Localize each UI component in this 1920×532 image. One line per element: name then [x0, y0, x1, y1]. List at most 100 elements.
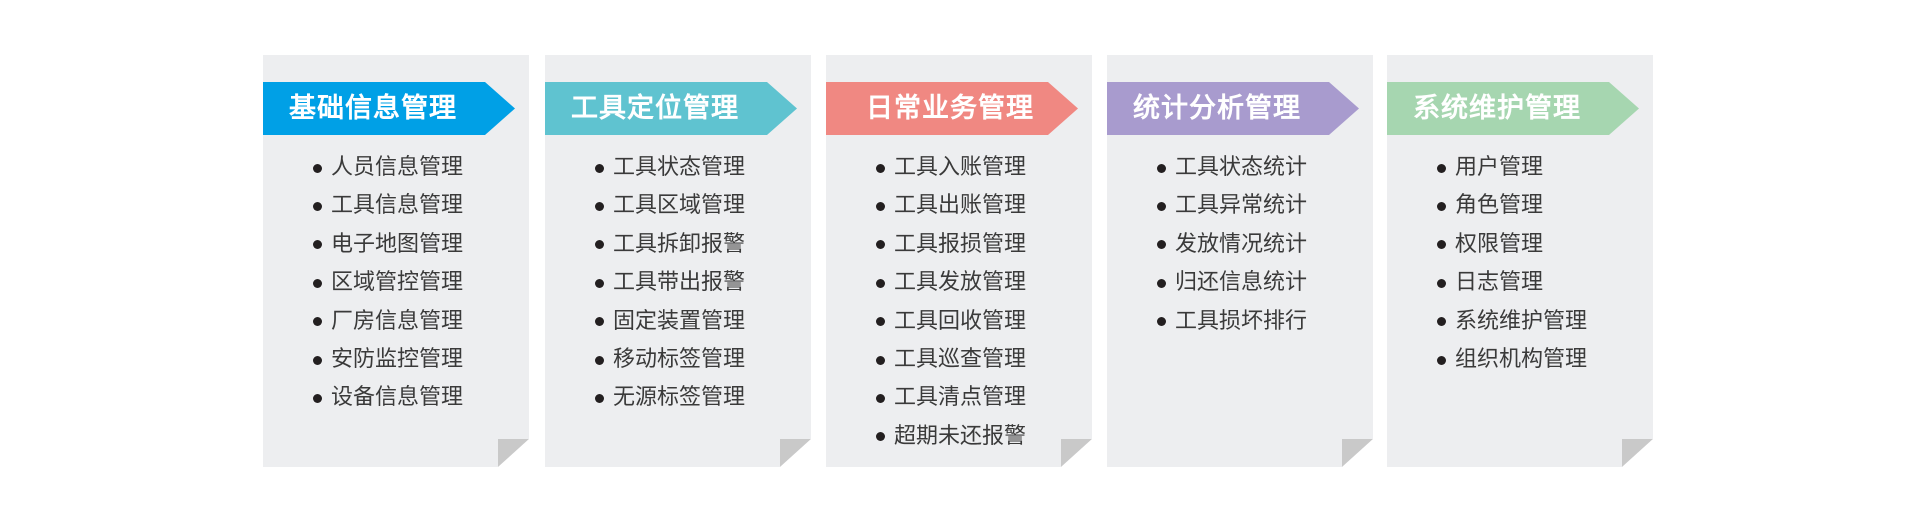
bullet-icon — [595, 240, 604, 250]
list-item: 角色管理 — [1437, 187, 1587, 225]
item-label: 工具区域管理 — [613, 193, 746, 219]
list-item: 权限管理 — [1437, 226, 1587, 264]
bullet-icon — [1437, 163, 1446, 173]
item-label: 区域管控管理 — [331, 270, 464, 296]
list-item: 工具清点管理 — [876, 379, 1026, 417]
item-label: 日志管理 — [1455, 270, 1544, 296]
item-label: 组织机构管理 — [1455, 346, 1588, 372]
list-item: 工具回收管理 — [876, 303, 1026, 341]
bullet-icon — [1437, 240, 1446, 250]
module-item-list: 人员信息管理 工具信息管理 电子地图管理 区域管控管理 厂房信息管理 安防监控管… — [313, 149, 463, 418]
item-label: 系统维护管理 — [1455, 308, 1588, 334]
bullet-icon — [313, 394, 322, 404]
bullet-icon — [595, 163, 604, 173]
module-title-banner: 日常业务管理 — [826, 82, 1078, 135]
bullet-icon — [313, 163, 322, 173]
list-item: 工具状态统计 — [1157, 149, 1307, 187]
list-item: 工具损坏排行 — [1157, 303, 1307, 341]
module-card-statistics: 统计分析管理 工具状态统计 工具异常统计 发放情况统计 归还信息统计 工具损坏排… — [1107, 55, 1373, 467]
item-label: 权限管理 — [1455, 231, 1544, 257]
item-label: 人员信息管理 — [331, 155, 464, 180]
bullet-icon — [876, 278, 885, 288]
bullet-icon — [876, 163, 885, 173]
list-item: 用户管理 — [1437, 149, 1587, 187]
list-item: 工具报损管理 — [876, 226, 1026, 264]
bullet-icon — [876, 394, 885, 404]
bullet-icon — [313, 317, 322, 327]
bullet-icon — [1157, 240, 1166, 250]
module-item-list: 工具入账管理 工具出账管理 工具报损管理 工具发放管理 工具回收管理 工具巡查管… — [876, 149, 1026, 456]
bullet-icon — [1157, 163, 1166, 173]
item-label: 工具报损管理 — [894, 231, 1027, 257]
module-title-banner: 工具定位管理 — [545, 82, 797, 135]
bullet-icon — [876, 240, 885, 250]
list-item: 工具状态管理 — [595, 149, 745, 187]
list-item: 厂房信息管理 — [313, 303, 463, 341]
page-fold-corner-icon — [1061, 439, 1092, 467]
list-item: 超期未还报警 — [876, 418, 1026, 456]
list-item: 工具带出报警 — [595, 264, 745, 302]
item-label: 工具出账管理 — [894, 193, 1027, 219]
list-item: 区域管控管理 — [313, 264, 463, 302]
module-title-banner: 基础信息管理 — [263, 82, 515, 135]
page-fold-corner-icon — [1342, 439, 1373, 467]
item-label: 安防监控管理 — [331, 346, 464, 372]
bullet-icon — [313, 202, 322, 212]
item-label: 用户管理 — [1455, 155, 1544, 180]
item-label: 移动标签管理 — [613, 346, 746, 372]
list-item: 工具发放管理 — [876, 264, 1026, 302]
item-label: 工具入账管理 — [894, 155, 1027, 180]
module-item-list: 工具状态管理 工具区域管理 工具拆卸报警 工具带出报警 固定装置管理 移动标签管… — [595, 149, 745, 418]
item-label: 工具巡查管理 — [894, 346, 1027, 372]
item-label: 工具损坏排行 — [1175, 308, 1308, 334]
bullet-icon — [313, 240, 322, 250]
page-fold-corner-icon — [780, 439, 811, 467]
list-item: 人员信息管理 — [313, 149, 463, 187]
list-item: 固定装置管理 — [595, 303, 745, 341]
item-label: 设备信息管理 — [331, 385, 464, 411]
bullet-icon — [1157, 278, 1166, 288]
bullet-icon — [1437, 355, 1446, 365]
list-item: 系统维护管理 — [1437, 303, 1587, 341]
item-label: 厂房信息管理 — [331, 308, 464, 334]
bullet-icon — [595, 355, 604, 365]
bullet-icon — [1157, 317, 1166, 327]
bullet-icon — [876, 355, 885, 365]
module-title-banner: 系统维护管理 — [1387, 82, 1639, 135]
item-label: 归还信息统计 — [1175, 270, 1308, 296]
module-card-system-maintenance: 系统维护管理 用户管理 角色管理 权限管理 日志管理 系统维护管理 组织机构管理 — [1387, 55, 1653, 467]
item-label: 工具带出报警 — [613, 270, 746, 296]
page-fold-corner-icon — [1622, 439, 1653, 467]
item-label: 超期未还报警 — [894, 423, 1027, 449]
list-item: 归还信息统计 — [1157, 264, 1307, 302]
item-label: 发放情况统计 — [1175, 231, 1308, 257]
item-label: 工具信息管理 — [331, 193, 464, 219]
list-item: 日志管理 — [1437, 264, 1587, 302]
item-label: 工具状态统计 — [1175, 155, 1308, 180]
list-item: 安防监控管理 — [313, 341, 463, 379]
list-item: 电子地图管理 — [313, 226, 463, 264]
item-label: 工具回收管理 — [894, 308, 1027, 334]
item-label: 角色管理 — [1455, 193, 1544, 219]
bullet-icon — [313, 278, 322, 288]
item-label: 工具清点管理 — [894, 385, 1027, 411]
bullet-icon — [1157, 202, 1166, 212]
page-fold-corner-icon — [498, 439, 529, 467]
bullet-icon — [595, 202, 604, 212]
bullet-icon — [313, 355, 322, 365]
bullet-icon — [876, 202, 885, 212]
module-title-banner: 统计分析管理 — [1107, 82, 1359, 135]
bullet-icon — [1437, 317, 1446, 327]
bullet-icon — [595, 317, 604, 327]
list-item: 工具信息管理 — [313, 187, 463, 225]
list-item: 发放情况统计 — [1157, 226, 1307, 264]
list-item: 工具出账管理 — [876, 187, 1026, 225]
list-item: 设备信息管理 — [313, 379, 463, 417]
bullet-icon — [1437, 278, 1446, 288]
module-card-basic-info: 基础信息管理 人员信息管理 工具信息管理 电子地图管理 区域管控管理 厂房信息管… — [263, 55, 529, 467]
list-item: 无源标签管理 — [595, 379, 745, 417]
item-label: 工具状态管理 — [613, 155, 746, 180]
bullet-icon — [595, 394, 604, 404]
bullet-icon — [1437, 202, 1446, 212]
list-item: 工具入账管理 — [876, 149, 1026, 187]
